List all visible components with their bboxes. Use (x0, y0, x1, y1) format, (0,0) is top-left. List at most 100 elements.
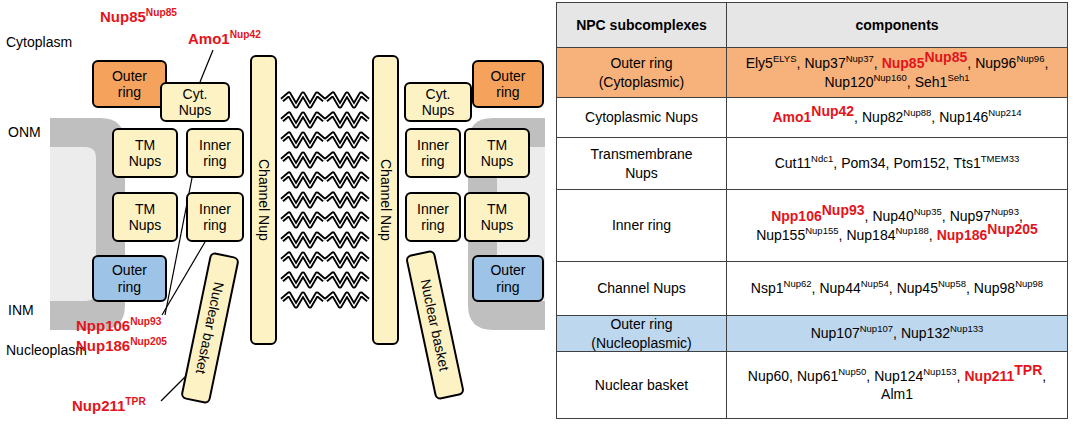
tm-nups-box: TM Nups (464, 192, 530, 242)
component: Nup98Nup98 (974, 279, 1043, 297)
table-text: Transmembrane Nups (579, 145, 704, 181)
separator: , (966, 280, 970, 296)
protein-name: Nup85 (882, 55, 925, 71)
human-ortholog: Nup54 (861, 279, 889, 290)
protein-name: Alm1 (881, 386, 913, 402)
cytoplasmic-nups-box: Cyt. Nups (160, 82, 230, 122)
component: Nup186Nup205 (937, 226, 1038, 244)
table-cell: Npp106Nup93,Nup40Nup35,Nup97Nup93,Nup155… (726, 189, 1068, 262)
node-label: Inner ring (195, 137, 235, 169)
human-ortholog: Nup93 (822, 203, 865, 219)
cytoplasmic-nups-box: Cyt. Nups (404, 82, 472, 122)
region-label: Nucleoplasm (6, 342, 87, 358)
protein-name: Nup97 (950, 208, 991, 224)
protein-name: Nup60 (748, 368, 789, 384)
outer-ring-box: Outer ring (472, 255, 544, 302)
node-label: Channel Nup (255, 159, 271, 241)
human-ortholog: Nup88 (903, 108, 931, 119)
human-ortholog: Nup42 (811, 104, 854, 120)
separator: , (833, 155, 837, 171)
table-cell: NPC subcomplexes (556, 2, 727, 48)
table-cell: Inner ring (556, 189, 727, 262)
separator: , (907, 74, 911, 90)
component: Nup44Nup54, (819, 279, 892, 297)
table-cell: Outer ring (Cytoplasmic) (556, 47, 727, 98)
protein-name: Nup132 (901, 325, 950, 341)
node-label: TM Nups (473, 201, 521, 233)
separator: , (1044, 55, 1048, 71)
protein-name: Tts1 (953, 155, 980, 171)
table-text: Inner ring (612, 216, 671, 234)
human-ortholog: Nup93 (991, 207, 1019, 218)
component-list: Ely5ELYS,Nup37Nup37,Nup85Nup85,Nup96Nup9… (735, 54, 1059, 90)
protein-name: Amo1 (188, 30, 230, 47)
strand (282, 254, 324, 266)
region-label: Cytoplasm (6, 34, 72, 50)
tm-nups-box: TM Nups (112, 192, 178, 242)
strand (326, 254, 368, 266)
inner-ring-box: Inner ring (186, 192, 244, 242)
strand (326, 174, 368, 186)
protein-name: Nup37 (804, 55, 845, 71)
node-label: Outer ring (481, 262, 535, 294)
protein-name: Seh1 (915, 74, 948, 90)
component: Nup61Nup50, (797, 367, 870, 385)
component: Nup211TPR, (964, 367, 1046, 385)
node-label: Nuclear basket (417, 278, 452, 373)
protein-name: Nup120 (824, 74, 873, 90)
strand-core (326, 94, 368, 106)
protein-name: Nup44 (819, 280, 860, 296)
strand-core (282, 194, 324, 206)
outer-ring-box: Outer ring (92, 60, 167, 108)
strand-core (282, 234, 324, 246)
human-ortholog: Nup85 (924, 50, 967, 66)
protein-name: Nup61 (797, 368, 838, 384)
separator: , (839, 227, 843, 243)
protein-name: Pom34 (841, 155, 885, 171)
strand (326, 274, 368, 286)
human-ortholog: Nup205 (987, 221, 1038, 237)
table-cell: Cut11Ndc1,Pom34,Pom152,Tts1TMEM33 (726, 137, 1068, 190)
protein-name: Cut11 (775, 155, 811, 171)
strand-core (326, 234, 368, 246)
component-list: Nup60,Nup61Nup50,Nup124Nup153,Nup211TPR,… (735, 367, 1059, 403)
strand-core (326, 274, 368, 286)
strand-core (326, 154, 368, 166)
separator: , (886, 155, 890, 171)
protein-name: Nup155 (756, 227, 805, 243)
protein-name: Nup85 (100, 8, 146, 25)
node-label: Inner ring (195, 201, 235, 233)
table-cell: components (726, 2, 1068, 48)
strand-core (282, 254, 324, 266)
human-ortholog: Nup155 (805, 225, 838, 236)
node-label: Inner ring (414, 201, 452, 233)
strand (282, 154, 324, 166)
table-text: Channel Nups (597, 279, 686, 297)
table-cell: Transmembrane Nups (556, 137, 727, 190)
strand-core (282, 134, 324, 146)
separator: , (929, 227, 933, 243)
tm-nups-box: TM Nups (464, 128, 530, 178)
inner-ring-box: Inner ring (186, 128, 244, 178)
component: Tts1TMEM33 (953, 154, 1019, 172)
component: Nup132Nup133 (901, 324, 983, 342)
protein-name: Npp106 (76, 317, 130, 334)
outer-ring-box: Outer ring (472, 60, 544, 108)
nuclear-basket-box: Nuclear basket (405, 249, 465, 400)
node-label: Inner ring (414, 137, 452, 169)
component-list: Nup107Nup107,Nup132Nup133 (809, 324, 986, 342)
component: Cut11Ndc1, (775, 154, 837, 172)
perinuclear-space (50, 147, 96, 301)
node-label: Nuclear basket (193, 281, 228, 376)
table-text: Nuclear basket (595, 376, 688, 394)
separator: , (889, 280, 893, 296)
node-label: TM Nups (473, 137, 521, 169)
strand-core (326, 254, 368, 266)
protein-name: Ely5 (746, 55, 773, 71)
table-cell: Nuclear basket (556, 351, 727, 419)
strand-core (326, 194, 368, 206)
strand-core (326, 114, 368, 126)
human-ortholog: Nup42 (230, 29, 261, 40)
table-text: NPC subcomplexes (576, 16, 707, 34)
human-ortholog: Nup205 (130, 336, 167, 347)
